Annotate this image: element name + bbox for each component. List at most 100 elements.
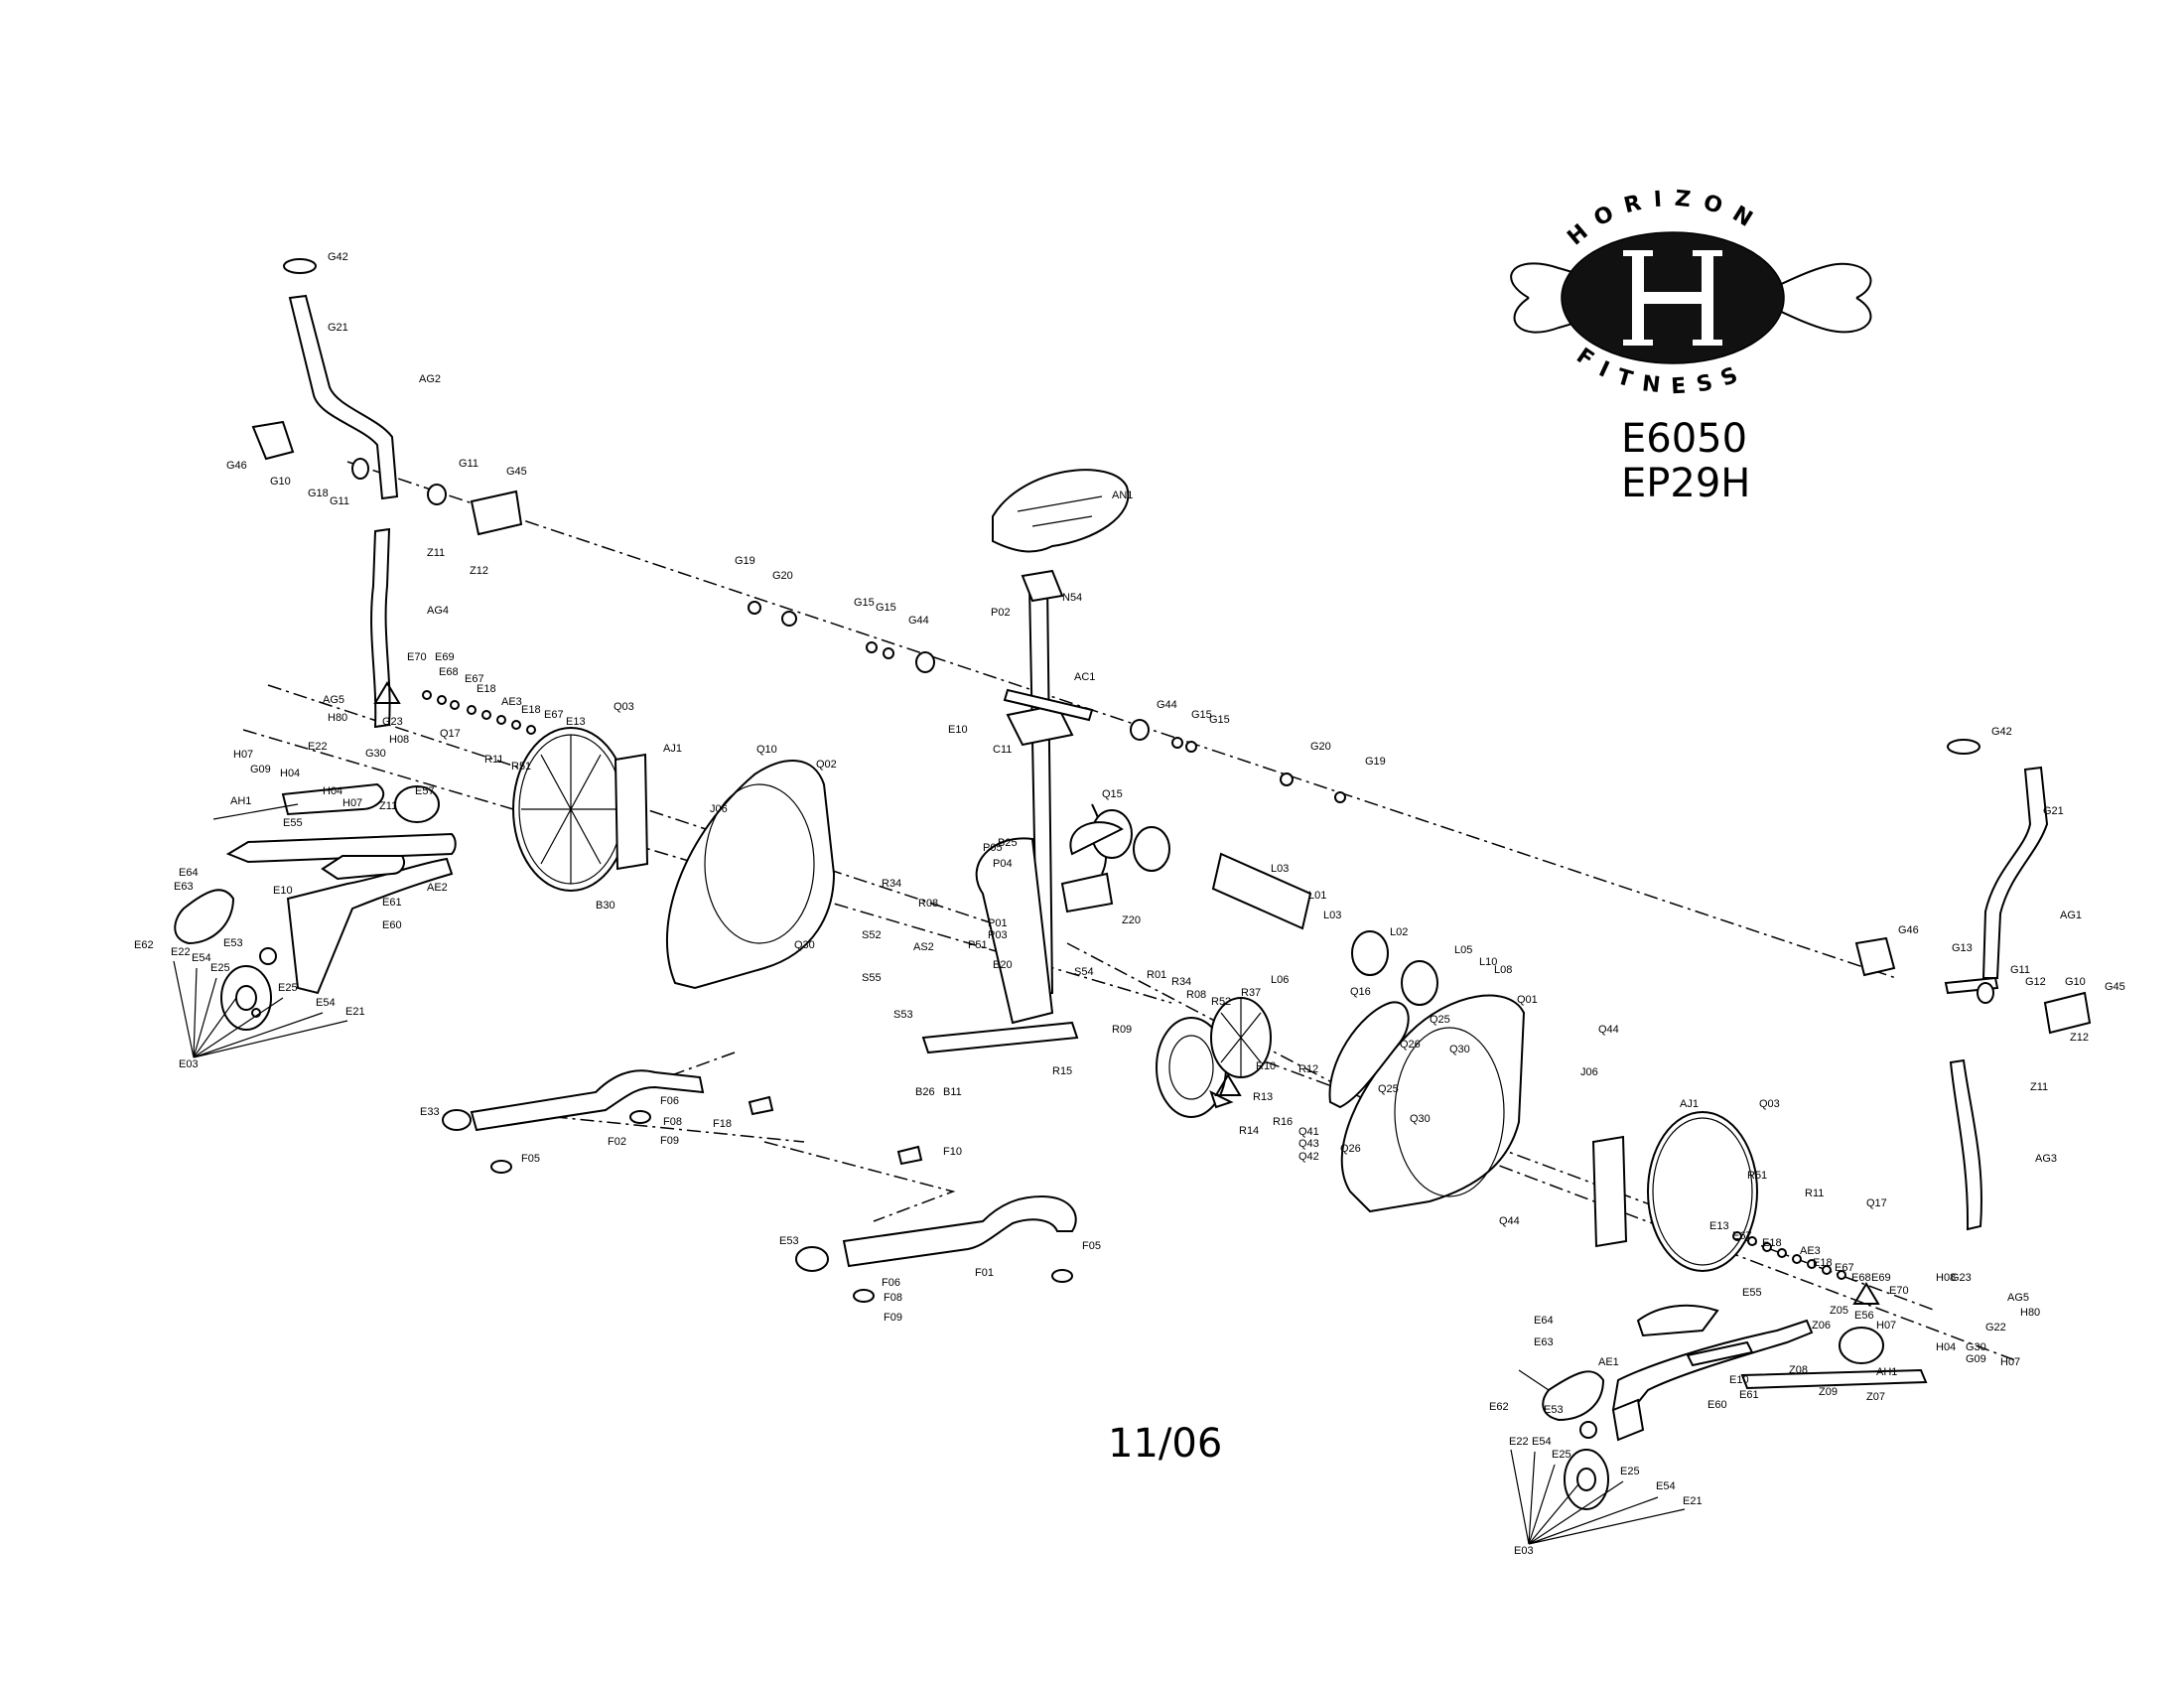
part-label: AJ1 <box>1680 1098 1699 1110</box>
part-label: R09 <box>1112 1024 1132 1036</box>
part-label: E03 <box>179 1058 199 1070</box>
part-label: G20 <box>1310 741 1331 753</box>
part-label: AS2 <box>913 941 934 953</box>
part-label: G30 <box>365 748 386 760</box>
part-label: E22 <box>1509 1436 1529 1448</box>
part-label: E13 <box>1709 1220 1729 1232</box>
horizon-fitness-logo: HORIZON FITNESS <box>1510 187 1872 399</box>
part-label: Q10 <box>756 744 777 756</box>
part-label: R12 <box>1298 1063 1318 1075</box>
part-label: R52 <box>1211 996 1231 1008</box>
part-label: F18 <box>713 1118 732 1130</box>
part-label: E18 <box>1813 1257 1833 1269</box>
part-label: E18 <box>521 704 541 716</box>
part-labels: G42 G21 AG2 G46 G10 G18 G11 G11 G45 Z12 … <box>134 251 2125 1557</box>
warning-triangle-icon <box>1852 1282 1880 1305</box>
part-label: Q42 <box>1298 1151 1319 1163</box>
part-label: E55 <box>1742 1287 1762 1299</box>
left-flywheel-disc <box>512 727 649 892</box>
part-label: H08 <box>389 734 409 746</box>
part-label: B25 <box>998 837 1018 849</box>
part-label: N54 <box>1062 592 1082 604</box>
part-label: C11 <box>993 744 1012 756</box>
part-label: E22 <box>308 741 328 753</box>
part-label: AE2 <box>427 882 448 894</box>
part-label: H04 <box>1936 1341 1956 1353</box>
part-label: G12 <box>2025 976 2046 988</box>
part-label: Z12 <box>470 565 488 577</box>
part-label: R15 <box>1052 1065 1072 1077</box>
part-label: Q17 <box>1866 1197 1887 1209</box>
part-label: AG5 <box>323 694 344 706</box>
part-label: G15 <box>854 597 875 609</box>
part-label: G20 <box>772 570 793 582</box>
part-label: F05 <box>521 1153 540 1165</box>
part-label: AH1 <box>1876 1366 1897 1378</box>
part-label: G09 <box>1966 1353 1986 1365</box>
part-label: E54 <box>1532 1436 1552 1448</box>
part-label: F08 <box>884 1292 902 1304</box>
part-label: AN1 <box>1112 490 1133 501</box>
part-label: Z11 <box>427 547 445 559</box>
part-label: G23 <box>1951 1272 1972 1284</box>
part-label: E25 <box>278 982 298 994</box>
part-label: F06 <box>882 1277 900 1289</box>
part-label: E63 <box>174 881 194 893</box>
part-label: E60 <box>382 919 402 931</box>
drive-pulley <box>1156 997 1272 1118</box>
part-label: J06 <box>1580 1066 1598 1078</box>
part-label: G30 <box>1966 1341 1986 1353</box>
part-label: E13 <box>566 716 586 728</box>
part-label: E67 <box>1835 1262 1854 1274</box>
part-label: Q15 <box>1102 788 1123 800</box>
part-label: Z12 <box>2070 1032 2089 1044</box>
part-label: E53 <box>1544 1404 1564 1416</box>
part-label: AJ1 <box>663 743 682 755</box>
part-label: S52 <box>862 929 882 941</box>
part-label: R08 <box>918 898 938 910</box>
part-label: G45 <box>2105 981 2125 993</box>
model-number: E6050 <box>1621 416 1747 462</box>
part-label: AH1 <box>230 795 251 807</box>
part-label: Z07 <box>1866 1391 1885 1403</box>
part-label: E10 <box>273 885 293 897</box>
part-label: R16 <box>1273 1116 1293 1128</box>
part-label: G46 <box>226 460 247 472</box>
stabilizers <box>442 1069 1077 1303</box>
part-label: L03 <box>1271 863 1289 875</box>
part-label: E56 <box>1854 1310 1874 1322</box>
part-label: F05 <box>1082 1240 1101 1252</box>
part-label: G46 <box>1898 924 1919 936</box>
part-label: E10 <box>1729 1374 1749 1386</box>
part-label: AE1 <box>1598 1356 1619 1368</box>
part-label: E68 <box>439 666 459 678</box>
part-label: E21 <box>345 1006 365 1018</box>
part-label: B30 <box>596 900 615 912</box>
part-label: G19 <box>1365 756 1386 768</box>
part-label: H07 <box>342 797 362 809</box>
part-label: E54 <box>1656 1480 1676 1492</box>
part-label: E53 <box>223 937 243 949</box>
part-label: E22 <box>171 946 191 958</box>
part-label: Q03 <box>1759 1098 1780 1110</box>
part-label: G42 <box>328 251 348 263</box>
part-label: F09 <box>660 1135 679 1147</box>
part-label: AE3 <box>501 696 522 708</box>
part-label: R51 <box>1747 1170 1767 1182</box>
left-lower-arm <box>174 527 457 1031</box>
part-label: E64 <box>179 867 199 879</box>
part-label: R11 <box>1805 1188 1824 1199</box>
part-label: Q43 <box>1298 1138 1319 1150</box>
part-label: P03 <box>988 929 1008 941</box>
part-label: H07 <box>233 749 253 761</box>
part-label: E63 <box>1534 1336 1554 1348</box>
part-label: Q17 <box>440 728 461 740</box>
part-label: G44 <box>1157 699 1177 711</box>
part-label: G11 <box>330 495 349 507</box>
part-label: P51 <box>968 939 988 951</box>
part-label: E25 <box>210 962 230 974</box>
part-label: E64 <box>1534 1315 1554 1327</box>
part-label: H07 <box>2000 1356 2020 1368</box>
part-label: R01 <box>1147 969 1166 981</box>
